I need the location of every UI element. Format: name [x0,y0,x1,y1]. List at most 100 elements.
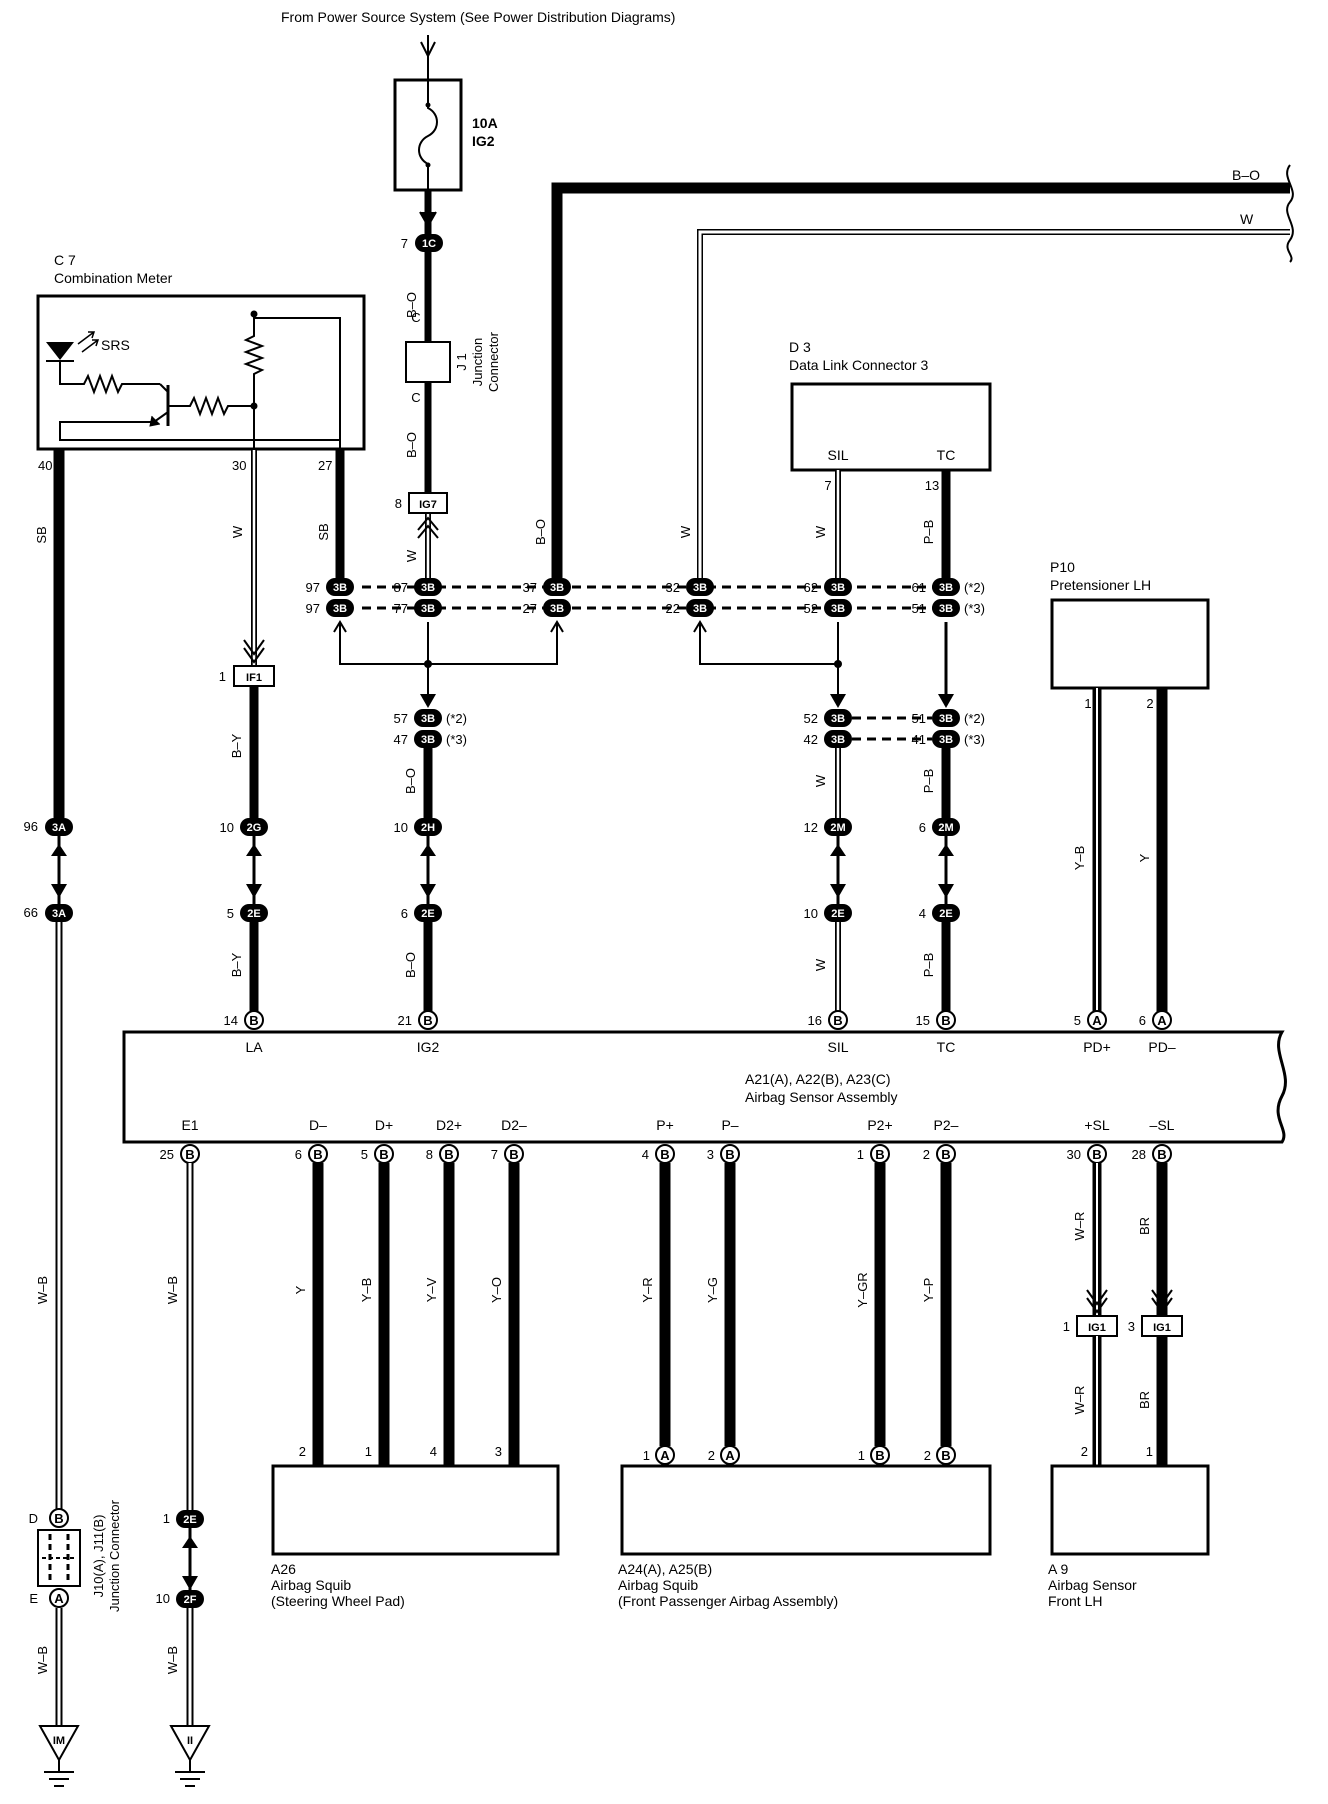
a26-pin4: 4 [430,1444,437,1459]
pin-52: 52 [804,601,818,616]
wire-label-w-ig7: W [404,549,419,562]
wire-label-bo-j1-top: B–O [404,292,419,318]
pin-30-slp: 30 [1067,1147,1081,1162]
c7-name: Combination Meter [54,270,173,286]
pin-dm-letter: B [313,1147,322,1162]
wire-label-yo: Y–O [489,1277,504,1303]
wire-label-y-dm: Y [293,1285,308,1294]
3b-column-37: 3B 3B 37 27 [523,578,571,617]
connector-2e-sil-label: 2E [831,908,844,920]
connector-3b-52 [824,599,852,617]
pin-ig1-slp: 1 [1063,1319,1070,1334]
pin-51: 51 [912,601,926,616]
connector-if1-label: IF1 [246,672,262,684]
link-2e-2f-arrows [182,1536,198,1590]
pin-61: 61 [912,580,926,595]
pin-2e-e1: 1 [163,1511,170,1526]
connector-2m-sil-shell [824,818,852,836]
connector-3a-66 [45,904,73,922]
ground-ii-symbol [175,1760,205,1787]
j10-pin-d-letter: B [54,1511,63,1526]
pin-pdm-letter: A [1157,1013,1167,1028]
3b-column-61: 3B 3B 61 51 (*2) (*3) [912,578,985,617]
pin-14: 14 [224,1013,238,1028]
j10-pin-d-label: D [29,1511,38,1526]
main-name: Airbag Sensor Assembly [745,1089,898,1105]
term-pdm: PD– [1148,1039,1175,1055]
j1-pin-top: C [411,310,420,325]
a24-pin1: 1 [643,1448,650,1463]
pin-97b: 97 [306,601,320,616]
term-ig2: IG2 [417,1039,440,1055]
connector-1c-label: 1C [422,238,436,250]
trunk-w-wire-outer [697,229,1290,578]
p10-pin2: 2 [1146,696,1153,711]
d3-sil-label: SIL [827,447,848,463]
connector-2e-sil: 2E 10 [804,904,852,922]
a25-pin2-letter: B [941,1448,950,1463]
pin-pm-letter: B [725,1147,734,1162]
term-pdp: PD+ [1083,1039,1111,1055]
a26-name2: (Steering Wheel Pad) [271,1593,405,1609]
pin-5-dp: 5 [361,1147,368,1162]
link-2m-2e-tc-arrows [938,844,954,898]
a25-pin1-circle [870,1445,890,1465]
fuse-rating: 10A [472,115,498,131]
connector-2f [176,1590,204,1608]
pin-ig2-circle [418,1010,438,1030]
ig1-slm-arrow [1151,1289,1173,1314]
note-3-41: (*3) [964,732,985,747]
pin-pdm-circle [1152,1010,1172,1030]
connector-2e-e1-label: 2E [183,1514,196,1526]
c7-resistor-2 [168,395,254,417]
connector-ig7-label: IG7 [419,499,437,511]
term-d2-plus: D2+ [436,1117,462,1133]
a26-pin2: 2 [299,1444,306,1459]
c7-pin27-inner [253,314,341,449]
wire-label-w-sil-lower: W [813,958,828,971]
pin-8-d2p: 8 [426,1147,433,1162]
fuse-name: IG2 [472,133,495,149]
3b-51-arrow [938,694,954,708]
connector-2h: 2H 10 [394,818,442,836]
connector-3a-96-label: 3A [52,822,66,834]
connector-2e-ig2-label: 2E [421,908,434,920]
c7-resistor-3 [243,312,265,406]
pin-la-circle [244,1010,264,1030]
link-2g-2e-arrows [246,844,262,898]
connector-2e-e1 [176,1510,204,1528]
pin-ig1-slm: 3 [1128,1319,1135,1334]
pin-5-pdp: 5 [1074,1013,1081,1028]
wire-label-by-if1: B–Y [229,733,244,758]
a25-pin1-letter: B [875,1448,884,1463]
wire-label-yg: Y–G [705,1277,720,1303]
pin-7-d2m: 7 [491,1147,498,1162]
c7-code: C 7 [54,252,76,268]
connector-3b-52-lower [824,709,852,727]
connector-1c [415,234,443,252]
note-3-row1: (*3) [964,601,985,616]
wire-label-pb-tc: P–B [921,520,936,545]
bus-sil-arrow [693,620,707,633]
term-la: LA [245,1039,263,1055]
trunk-w-wire-inner [698,230,1290,578]
3b-column-62: 3B 3B 62 52 [804,578,852,617]
pin-41: 41 [912,732,926,747]
pin-87: 87 [394,580,408,595]
a9-box [1050,1464,1210,1556]
main-codes: A21(A), A22(B), A23(C) [745,1071,891,1087]
pin-2e-la: 5 [227,906,234,921]
pin-e1-letter: B [185,1147,194,1162]
pin-77: 77 [394,601,408,616]
term-d2-minus: D2– [501,1117,527,1133]
wire-label-wb-j10: W–B [35,1276,50,1304]
a24-pin2: 2 [708,1448,715,1463]
wire-label-wb-e1: W–B [165,1276,180,1304]
connector-3b-22-label: 3B [693,603,707,615]
pin-28-slm: 28 [1132,1147,1146,1162]
pin-2h: 10 [394,820,408,835]
pin-57: 57 [394,711,408,726]
pin-1c: 7 [401,236,408,251]
wire-label-pb-2m: P–B [921,769,936,794]
